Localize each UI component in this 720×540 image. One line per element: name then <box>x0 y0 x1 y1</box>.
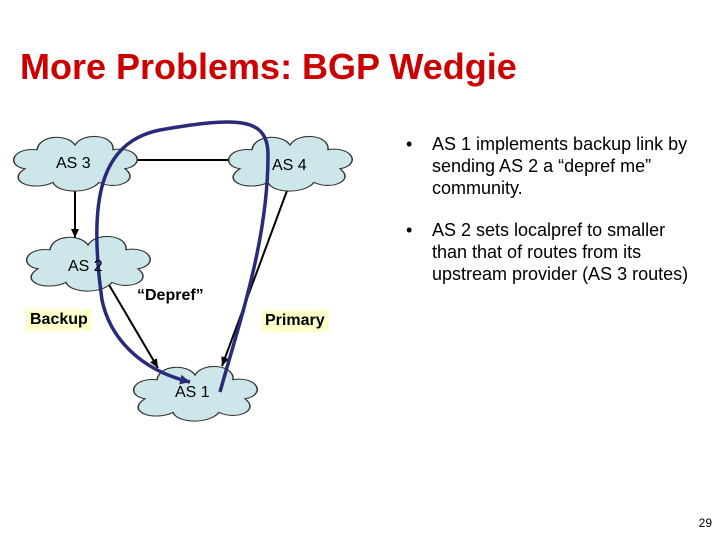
bullet-list: • AS 1 implements backup link by sending… <box>400 133 700 285</box>
cloud-as1 <box>132 366 258 422</box>
wedgie-route-path <box>95 120 270 393</box>
primary-label: Primary <box>261 310 329 332</box>
page-number: 29 <box>698 516 712 530</box>
as3-label: AS 3 <box>56 155 91 172</box>
backup-link <box>104 277 159 369</box>
bullet-text: AS 1 implements backup link by sending A… <box>432 134 688 198</box>
as2-label: AS 2 <box>68 258 103 275</box>
as1-label: AS 1 <box>175 384 210 401</box>
cloud-as2 <box>25 236 151 292</box>
depref-annotation: “Depref” <box>137 287 204 304</box>
backup-label: Backup <box>26 309 92 331</box>
bullet-marker: • <box>406 220 413 240</box>
slide-title: More Problems: BGP Wedgie <box>20 46 517 87</box>
as4-label: AS 4 <box>272 157 307 174</box>
bullet-item: • AS 1 implements backup link by sending… <box>400 133 700 199</box>
primary-link <box>221 187 289 367</box>
bullet-marker: • <box>406 134 413 154</box>
bullet-item: • AS 2 sets localpref to smaller than th… <box>400 219 700 285</box>
bullet-text: AS 2 sets localpref to smaller than that… <box>432 220 689 284</box>
